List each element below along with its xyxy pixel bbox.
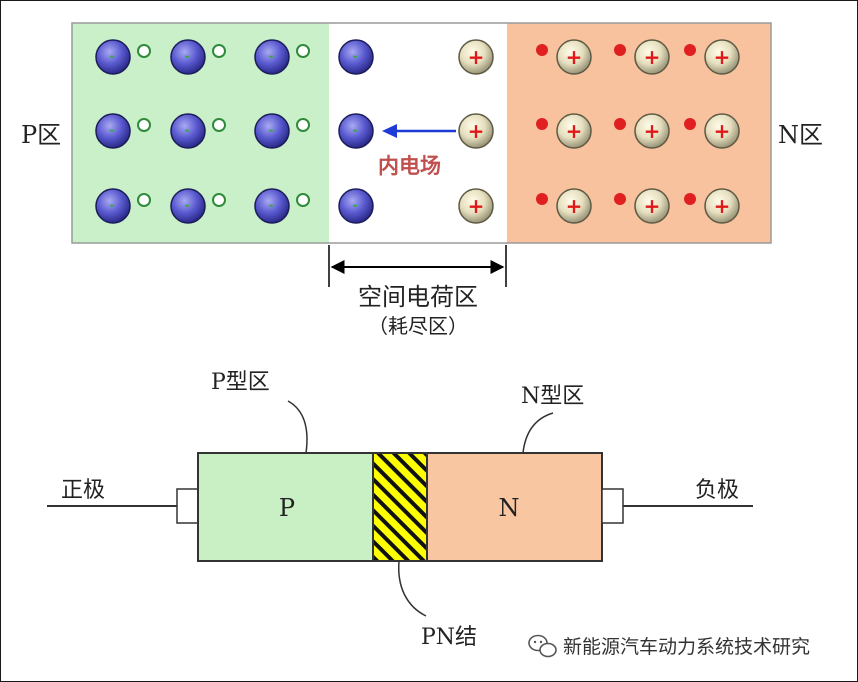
positive-donor-ion: + — [634, 188, 670, 224]
p-type-label: P型区 — [211, 370, 270, 395]
negative-acceptor-ion: - — [170, 113, 206, 149]
hole — [212, 118, 226, 132]
svg-text:-: - — [185, 49, 190, 63]
svg-text:-: - — [353, 49, 358, 63]
svg-text:+: + — [644, 194, 661, 218]
svg-text:+: + — [714, 45, 731, 69]
free-electron — [614, 44, 626, 56]
watermark-text: 新能源汽车动力系统技术研究 — [563, 636, 810, 658]
free-electron — [684, 193, 696, 205]
wechat-icon — [528, 634, 557, 658]
positive-donor-ion: + — [458, 39, 494, 75]
p-block — [197, 452, 374, 562]
svg-text:+: + — [566, 119, 583, 143]
svg-text:+: + — [714, 194, 731, 218]
negative-acceptor-ion: - — [170, 39, 206, 75]
depletion-sub-label: （耗尽区） — [368, 314, 468, 338]
positive-donor-ion: + — [556, 188, 592, 224]
svg-text:-: - — [185, 123, 190, 137]
free-electron — [614, 118, 626, 130]
positive-donor-ion: + — [458, 188, 494, 224]
hole — [137, 44, 151, 58]
svg-text:+: + — [468, 119, 485, 143]
positive-donor-ion: + — [556, 113, 592, 149]
svg-text:+: + — [468, 194, 485, 218]
positive-donor-ion: + — [458, 113, 494, 149]
negative-acceptor-ion: - — [95, 113, 131, 149]
depletion-label: 空间电荷区 — [358, 283, 478, 311]
cathode-terminal — [601, 488, 624, 524]
free-electron — [614, 193, 626, 205]
internal-field-arrowhead — [382, 124, 397, 138]
internal-field-label: 内电场 — [378, 154, 441, 178]
svg-text:-: - — [110, 198, 115, 212]
hole — [137, 118, 151, 132]
junction-label: PN结 — [421, 625, 477, 650]
p-type-callout-line — [287, 400, 308, 454]
hole — [212, 44, 226, 58]
negative-acceptor-ion: - — [338, 113, 374, 149]
negative-acceptor-ion: - — [95, 39, 131, 75]
free-electron — [684, 118, 696, 130]
svg-text:+: + — [566, 45, 583, 69]
free-electron — [536, 118, 548, 130]
svg-text:+: + — [714, 119, 731, 143]
n-type-callout-line — [522, 412, 554, 454]
n-region-particles: + + + + + + + + + — [536, 39, 740, 224]
n-region-label: N区 — [778, 121, 823, 149]
svg-text:-: - — [185, 198, 190, 212]
svg-text:+: + — [644, 119, 661, 143]
positive-donor-ion: + — [634, 39, 670, 75]
negative-acceptor-ion: - — [254, 188, 290, 224]
hole — [212, 193, 226, 207]
hole — [296, 44, 310, 58]
positive-donor-ion: + — [704, 113, 740, 149]
negative-acceptor-ion: - — [338, 39, 374, 75]
svg-text:+: + — [566, 194, 583, 218]
negative-acceptor-ion: - — [170, 188, 206, 224]
anode-label: 正极 — [61, 478, 105, 503]
top-diagram-border — [71, 22, 772, 244]
free-electron — [684, 44, 696, 56]
cathode-label: 负极 — [695, 478, 739, 503]
free-electron — [536, 193, 548, 205]
n-block-label: N — [499, 494, 520, 522]
svg-text:-: - — [269, 49, 274, 63]
svg-text:-: - — [110, 123, 115, 137]
svg-text:-: - — [269, 198, 274, 212]
anode-terminal — [176, 488, 199, 524]
junction-callout-line — [397, 560, 427, 617]
depletion-ions: - + - + - + — [338, 39, 494, 224]
svg-text:+: + — [644, 45, 661, 69]
positive-donor-ion: + — [634, 113, 670, 149]
negative-acceptor-ion: - — [254, 39, 290, 75]
free-electron — [536, 44, 548, 56]
p-region-label: P区 — [21, 121, 61, 149]
svg-text:-: - — [269, 123, 274, 137]
hole — [137, 193, 151, 207]
svg-text:-: - — [353, 198, 358, 212]
p-region-particles: - - - - - - - - - — [95, 39, 310, 224]
negative-acceptor-ion: - — [338, 188, 374, 224]
hole — [296, 193, 310, 207]
n-block — [426, 452, 603, 562]
positive-donor-ion: + — [556, 39, 592, 75]
hole — [296, 118, 310, 132]
p-block-label: P — [279, 494, 295, 522]
negative-acceptor-ion: - — [254, 113, 290, 149]
n-type-label: N型区 — [521, 384, 584, 409]
pn-junction-block — [372, 452, 428, 562]
positive-donor-ion: + — [704, 39, 740, 75]
negative-acceptor-ion: - — [95, 188, 131, 224]
svg-text:-: - — [110, 49, 115, 63]
svg-text:+: + — [468, 45, 485, 69]
positive-donor-ion: + — [704, 188, 740, 224]
svg-text:-: - — [353, 123, 358, 137]
